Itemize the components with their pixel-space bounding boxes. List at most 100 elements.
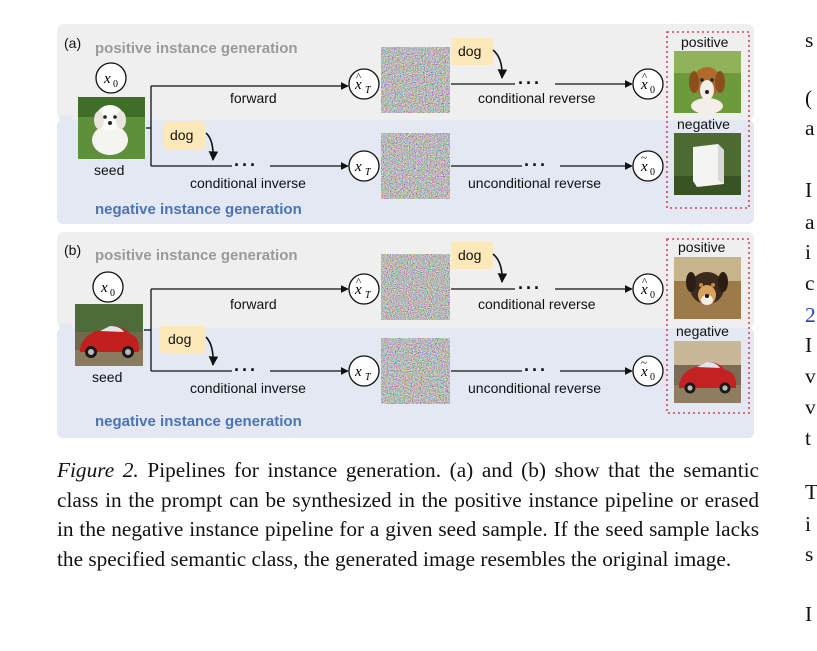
- text-fragment: i: [805, 240, 811, 264]
- svg-text:T: T: [365, 372, 372, 383]
- svg-text:^: ^: [642, 71, 648, 83]
- results-box: [666, 238, 750, 414]
- svg-text:T: T: [365, 85, 372, 96]
- negative-label: negative: [676, 323, 729, 339]
- ellipsis: ···: [524, 360, 548, 380]
- svg-text:x: x: [103, 71, 111, 87]
- text-fragment: I: [805, 178, 813, 202]
- prompt-box: [451, 38, 493, 65]
- svg-text:0: 0: [650, 372, 655, 383]
- xT-hat-node: x T ^: [348, 68, 380, 100]
- negative-image: [674, 133, 741, 195]
- svg-text:0: 0: [650, 85, 655, 96]
- panel-a: (a) positive instance generation negativ…: [57, 24, 754, 224]
- panel-tag: (b): [64, 242, 81, 258]
- results-box: [666, 31, 750, 209]
- text-fragment: a: [805, 116, 815, 140]
- seed-label: seed: [92, 369, 122, 385]
- text-fragment: i: [805, 512, 811, 536]
- negative-label: negative: [677, 116, 730, 132]
- prompt-box: [451, 242, 493, 269]
- svg-text:x: x: [640, 159, 648, 175]
- text-fragment: T: [805, 480, 817, 504]
- svg-text:0: 0: [110, 288, 115, 299]
- panel-b: (b) positive instance generation negativ…: [57, 232, 754, 438]
- prompt-text: dog: [170, 127, 193, 143]
- noise-image: [381, 47, 450, 113]
- text-fragment: I: [805, 602, 813, 626]
- adjacent-column-fragments: s ( a I a i c 2 I v v t T i s I: [805, 0, 817, 651]
- cond-inverse-label: conditional inverse: [190, 175, 306, 191]
- svg-text:x: x: [640, 282, 648, 298]
- prompt-box: [160, 326, 206, 353]
- svg-text:T: T: [365, 167, 372, 178]
- ellipsis: ···: [234, 360, 258, 380]
- figure-caption: Figure 2. Pipelines for instance generat…: [57, 456, 759, 574]
- positive-label: positive: [678, 239, 726, 255]
- text-fragment: t: [805, 426, 811, 450]
- caption-text: Pipelines for instance generation. (a) a…: [57, 458, 759, 571]
- prompt-box: [164, 122, 206, 149]
- panel-tag: (a): [64, 35, 81, 51]
- text-fragment: v: [805, 395, 816, 419]
- x0-hat-node: x 0 ^: [632, 273, 664, 305]
- xT-hat-node: x T ^: [348, 273, 380, 305]
- noise-image: [381, 338, 450, 404]
- positive-label: positive: [681, 34, 729, 50]
- prompt-text: dog: [168, 331, 191, 347]
- svg-text:x: x: [100, 280, 108, 296]
- text-fragment: I: [805, 333, 813, 357]
- positive-image: [674, 51, 741, 114]
- pipeline-figure: (a) positive instance generation negativ…: [57, 24, 754, 438]
- negative-title: negative instance generation: [95, 201, 302, 218]
- prompt-text: dog: [458, 43, 481, 59]
- forward-label: forward: [230, 90, 277, 106]
- x0-node: x 0: [95, 62, 127, 94]
- svg-text:~: ~: [641, 152, 647, 164]
- noise-image: [381, 254, 450, 320]
- text-fragment: a: [805, 210, 815, 234]
- svg-text:x: x: [354, 77, 362, 93]
- cond-inverse-label: conditional inverse: [190, 380, 306, 396]
- x0-tilde-node: x 0 ~: [632, 150, 664, 182]
- svg-text:~: ~: [641, 357, 647, 369]
- svg-text:^: ^: [356, 276, 362, 288]
- svg-text:x: x: [354, 159, 362, 175]
- text-fragment: v: [805, 364, 816, 388]
- text-fragment: (: [805, 86, 813, 110]
- positive-title: positive instance generation: [95, 40, 298, 57]
- svg-text:0: 0: [650, 167, 655, 178]
- seed-image: [78, 97, 145, 159]
- text-fragment: c: [805, 271, 815, 295]
- svg-text:0: 0: [113, 79, 118, 90]
- uncond-reverse-label: unconditional reverse: [468, 380, 601, 396]
- seed-label: seed: [94, 162, 124, 178]
- xT-node: x T: [348, 355, 380, 387]
- svg-text:^: ^: [642, 276, 648, 288]
- ellipsis: ···: [518, 278, 542, 298]
- text-fragment: 2: [805, 303, 816, 327]
- uncond-reverse-label: unconditional reverse: [468, 175, 601, 191]
- negative-image: [674, 341, 741, 403]
- text-fragment: s: [805, 28, 814, 52]
- positive-image: [674, 257, 741, 319]
- xT-node: x T: [348, 150, 380, 182]
- x0-hat-node: x 0 ^: [632, 68, 664, 100]
- x0-node: x 0: [92, 271, 124, 303]
- ellipsis: ···: [234, 155, 258, 175]
- svg-text:x: x: [640, 364, 648, 380]
- svg-text:x: x: [640, 77, 648, 93]
- svg-text:x: x: [354, 364, 362, 380]
- cond-reverse-label: conditional reverse: [478, 296, 596, 312]
- ellipsis: ···: [518, 73, 542, 93]
- svg-text:x: x: [354, 282, 362, 298]
- svg-text:^: ^: [356, 71, 362, 83]
- positive-title: positive instance generation: [95, 247, 298, 264]
- noise-image: [381, 133, 450, 199]
- svg-text:0: 0: [650, 290, 655, 301]
- negative-title: negative instance generation: [95, 413, 302, 430]
- forward-label: forward: [230, 296, 277, 312]
- ellipsis: ···: [524, 155, 548, 175]
- cond-reverse-label: conditional reverse: [478, 90, 596, 106]
- prompt-text: dog: [458, 247, 481, 263]
